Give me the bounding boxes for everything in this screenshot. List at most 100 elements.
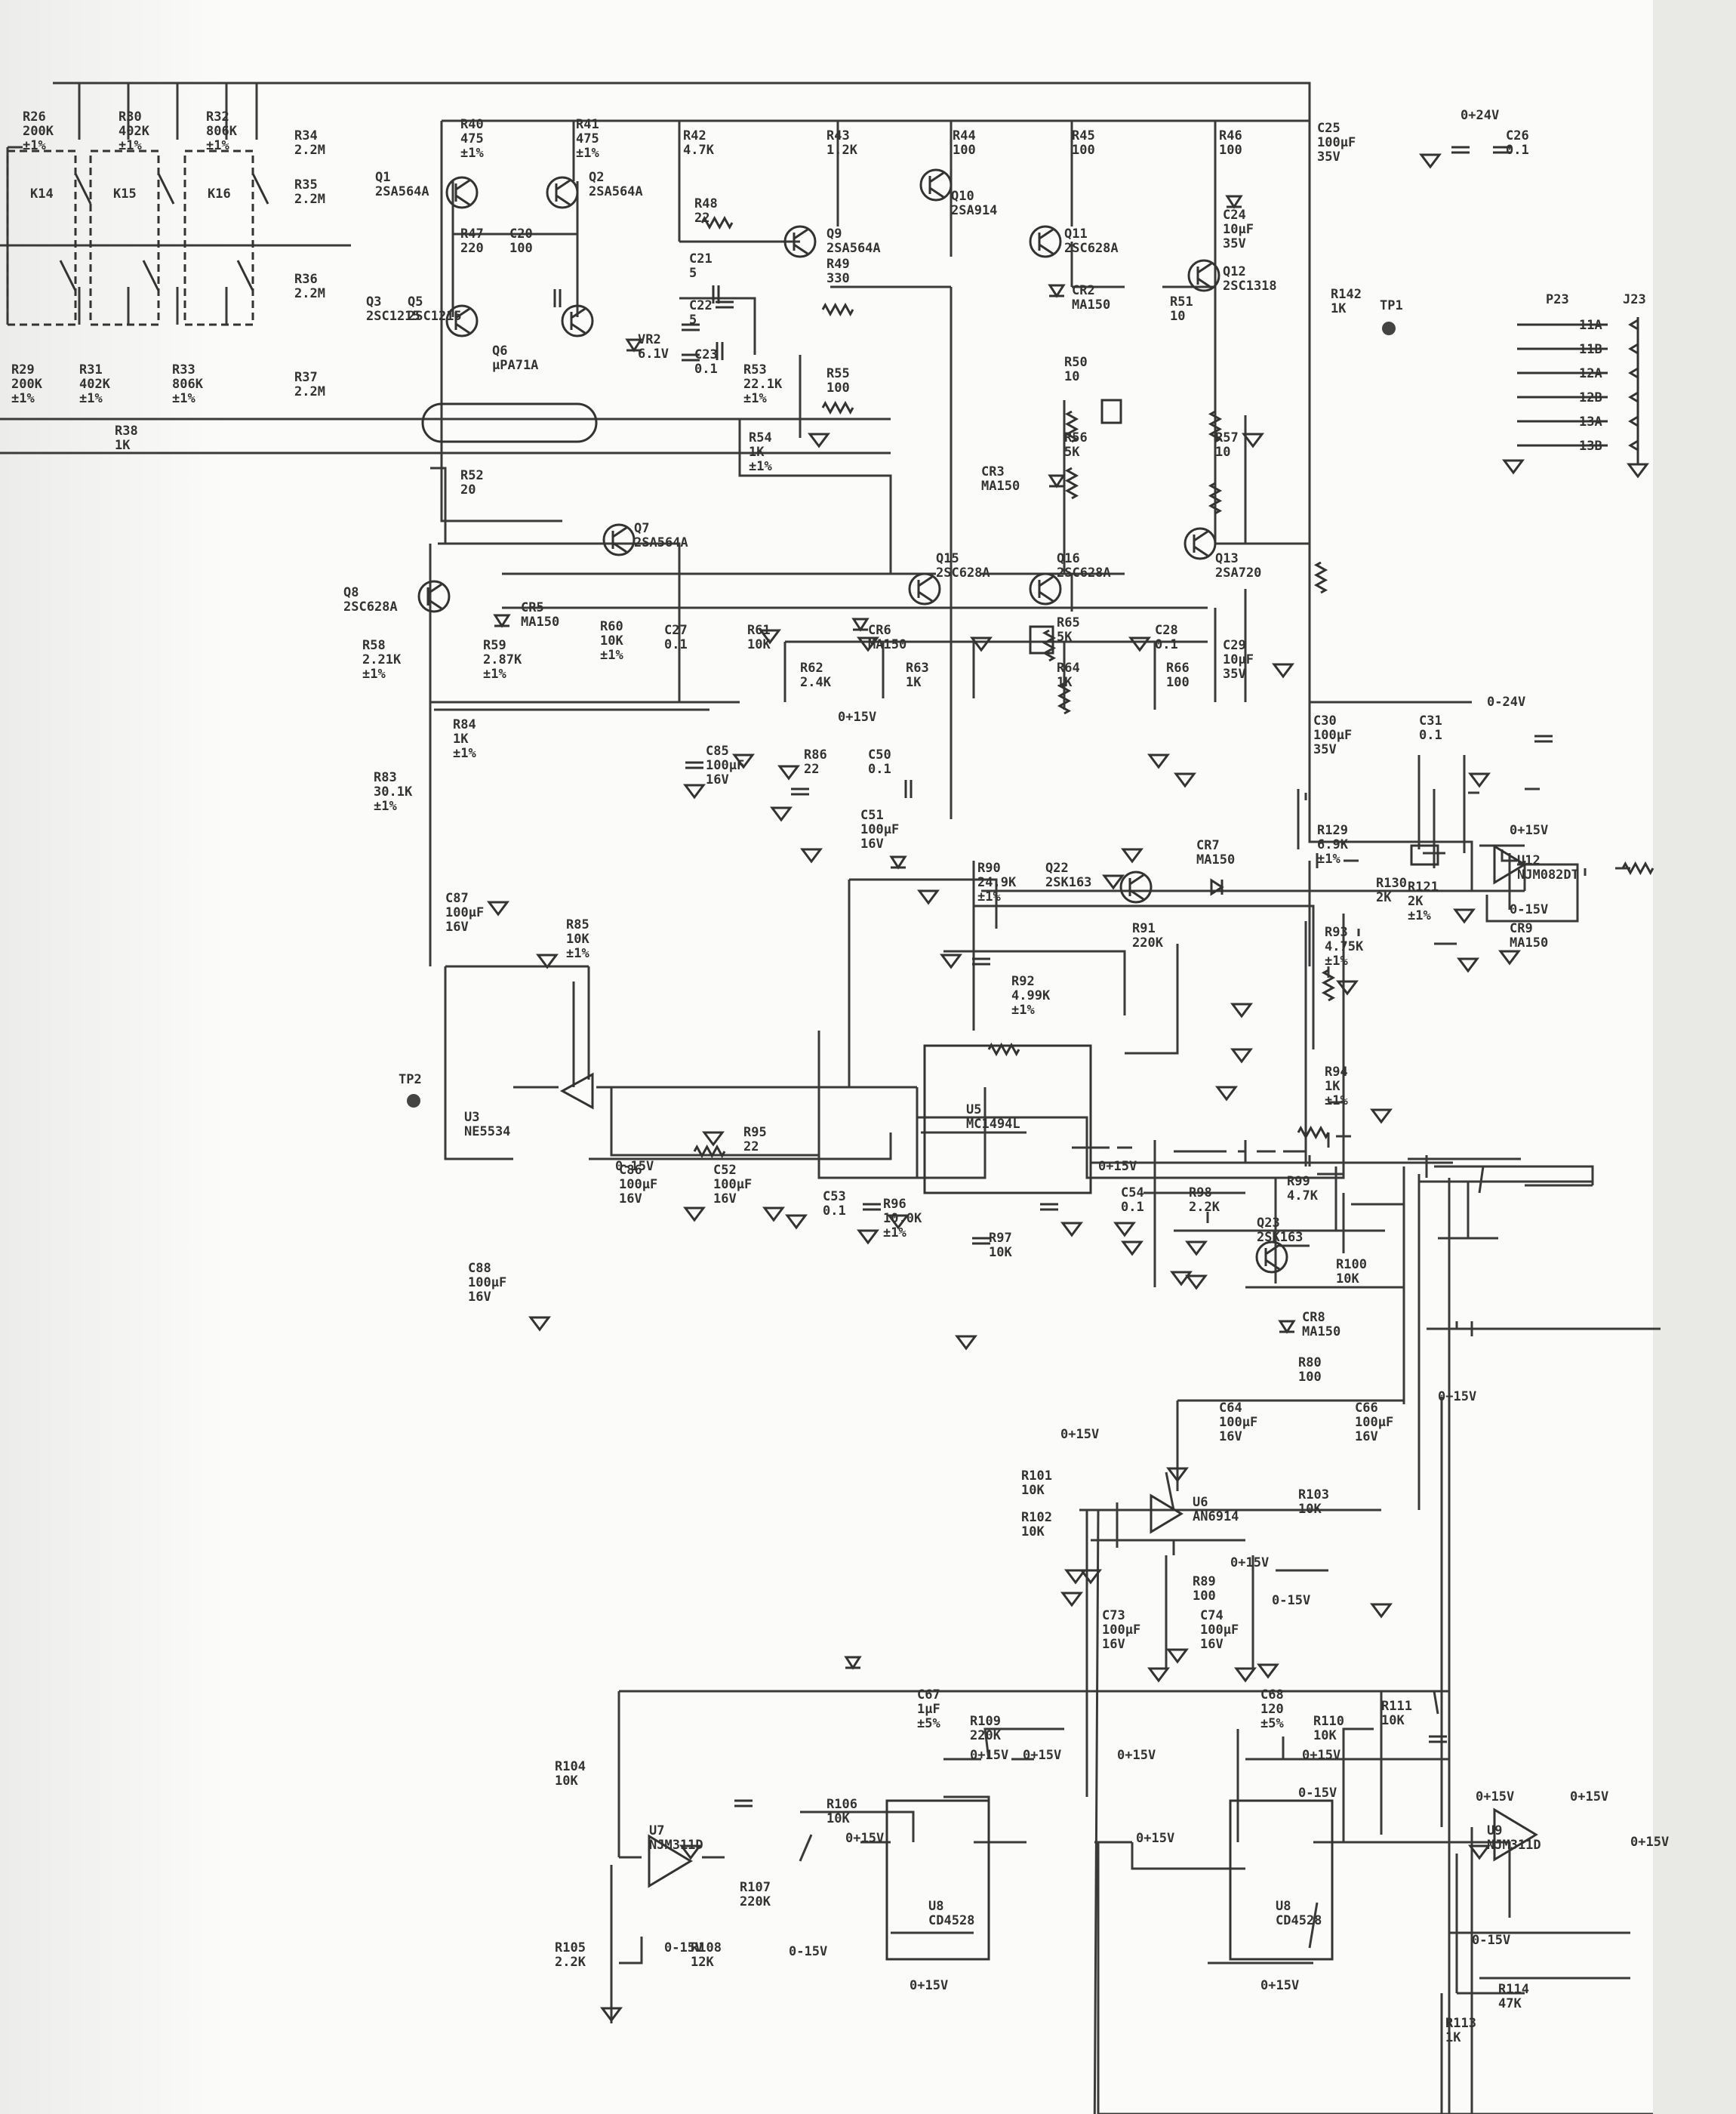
- component-tolerance: ±1%: [460, 146, 484, 161]
- component-ref: R63: [906, 661, 929, 676]
- transistor-collector: [455, 307, 470, 319]
- component-value: 220: [460, 241, 484, 256]
- wire: [943, 950, 1126, 1015]
- component-value: 1K: [453, 732, 469, 747]
- diode-symbol: [1048, 474, 1066, 488]
- component-voltage: 16V: [1219, 1429, 1242, 1444]
- component-tolerance: ±1%: [206, 138, 229, 153]
- component-tolerance: ±1%: [883, 1225, 906, 1240]
- schematic-sheet: [0, 0, 1653, 2114]
- ground-symbol: [1166, 1467, 1189, 1483]
- test-point-tp2[interactable]: [407, 1094, 420, 1108]
- rail-label-rl23: 0-15V: [664, 1940, 703, 1955]
- ground-symbol: [1060, 1592, 1083, 1607]
- rail-label-rl10: 0+15V: [1023, 1748, 1061, 1763]
- component-value: 2SK163: [1045, 875, 1091, 890]
- component-ref: C29: [1223, 638, 1246, 653]
- component-value: 100: [1166, 675, 1190, 690]
- component-value: 30.1K: [374, 784, 413, 800]
- component-value: 2SA720: [1215, 565, 1261, 581]
- component-ref: C54: [1121, 1185, 1144, 1200]
- ground-symbol: [800, 848, 823, 864]
- ground-symbol: [1121, 1240, 1143, 1256]
- component-ref: C21: [689, 251, 713, 267]
- component-value: 2SA564A: [634, 535, 688, 550]
- wire: [1478, 1166, 1485, 1194]
- component-ref: C27: [664, 623, 688, 638]
- wire: [983, 1727, 1064, 1760]
- transistor-emitter: [556, 194, 571, 206]
- component-ref: C68: [1260, 1687, 1284, 1703]
- component-voltage: 16V: [860, 837, 884, 852]
- relay-label: K14: [30, 186, 54, 202]
- component-tolerance: ±1%: [1408, 908, 1431, 923]
- component-ref: U5: [966, 1102, 981, 1117]
- component-ref: R36: [294, 272, 318, 287]
- wire: [738, 419, 892, 574]
- component-tolerance: ±1%: [743, 391, 767, 406]
- component-ref: Q1: [375, 170, 390, 185]
- trimmer: [1029, 625, 1054, 655]
- ground-symbol: [1370, 1603, 1393, 1619]
- transistor-collector: [1265, 1243, 1280, 1256]
- relay-k16: K16: [183, 149, 269, 326]
- transistor-emitter: [929, 186, 944, 199]
- wire: [917, 914, 1345, 1179]
- wires: [0, 82, 1661, 2114]
- test-point-tp1[interactable]: [1382, 322, 1396, 335]
- transistor-symbol: [1029, 225, 1062, 258]
- component-ref: R100: [1336, 1257, 1367, 1272]
- component-value: 330: [826, 271, 850, 286]
- component-voltage: 16V: [706, 772, 729, 787]
- component-value: 1K: [115, 438, 131, 453]
- component-value: NE5534: [464, 1124, 510, 1139]
- wire: [1434, 1165, 1594, 1185]
- component-value: 1K: [1325, 1079, 1340, 1094]
- ground-symbol: [1370, 1108, 1393, 1124]
- wire: [943, 1795, 990, 1842]
- component-value: 100μF: [1219, 1415, 1257, 1430]
- component-ref: Q10: [951, 189, 974, 204]
- ground-symbol: [940, 954, 962, 969]
- ground-symbol: [759, 629, 781, 645]
- component-value: 2.4K: [800, 675, 832, 690]
- component-voltage: 35V: [1223, 236, 1246, 251]
- wire: [1485, 863, 1579, 923]
- wire: [838, 119, 953, 257]
- resistor-symbol: [1621, 861, 1654, 876]
- component-ref: R46: [1219, 128, 1242, 143]
- component-voltage: 16V: [713, 1191, 737, 1206]
- rail-label-rl3: 0-15V: [1510, 902, 1548, 917]
- transistor-emitter: [1265, 1259, 1280, 1271]
- component-value: 12K: [691, 1955, 714, 1970]
- component-voltage: 16V: [1102, 1637, 1125, 1652]
- component-value: 100: [1219, 143, 1242, 158]
- wire: [1433, 1690, 1442, 1715]
- component-value: 0.1: [694, 362, 718, 377]
